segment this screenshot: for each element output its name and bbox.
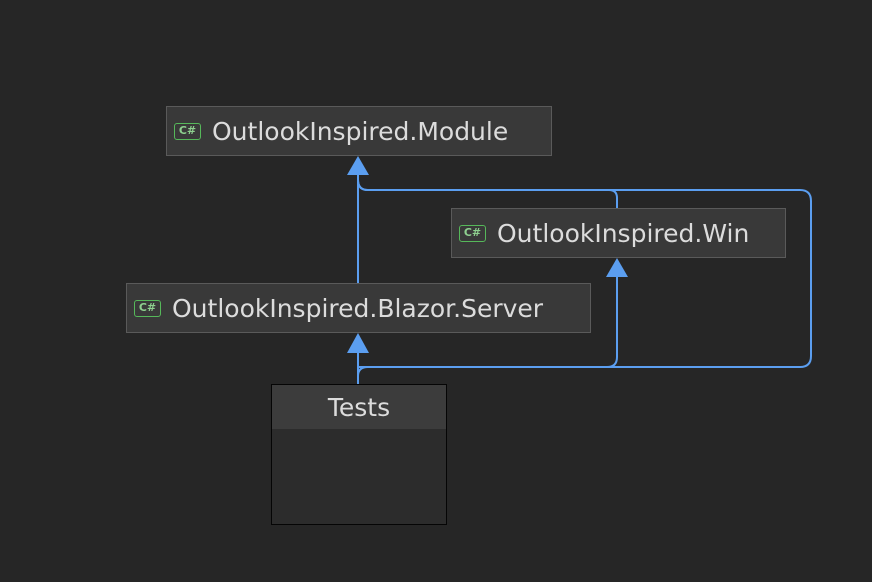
node-outlookinspired-module[interactable]: C# OutlookInspired.Module xyxy=(166,106,552,156)
csharp-project-icon: C# xyxy=(174,122,201,140)
node-label: OutlookInspired.Win xyxy=(497,218,750,248)
node-label: Tests xyxy=(272,385,446,429)
node-label: OutlookInspired.Module xyxy=(212,116,509,146)
node-outlookinspired-win[interactable]: C# OutlookInspired.Win xyxy=(451,208,786,258)
node-label: OutlookInspired.Blazor.Server xyxy=(172,293,544,323)
csharp-project-icon: C# xyxy=(459,224,486,242)
edge-tests-to-module xyxy=(357,179,812,384)
node-tests[interactable]: Tests xyxy=(271,384,447,525)
arrowhead-win xyxy=(606,258,628,277)
csharp-project-icon: C# xyxy=(134,299,161,317)
arrowhead-module xyxy=(347,156,369,175)
edge-tests-to-win xyxy=(358,276,618,368)
arrowhead-blazor xyxy=(347,333,369,353)
node-outlookinspired-blazor-server[interactable]: C# OutlookInspired.Blazor.Server xyxy=(126,283,591,333)
edge-win-to-module xyxy=(357,179,618,208)
